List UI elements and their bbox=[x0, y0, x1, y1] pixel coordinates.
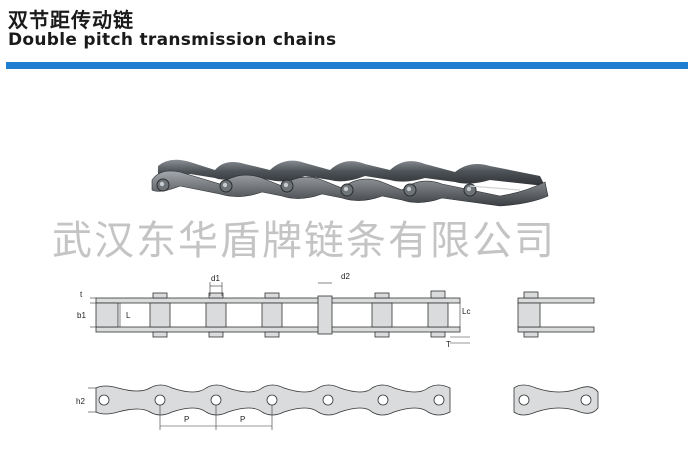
dim-T: T bbox=[446, 340, 451, 349]
top-plate-upper bbox=[95, 297, 461, 304]
page-title-english: Double pitch transmission chains bbox=[8, 30, 337, 50]
dim-b1: b1 bbox=[77, 311, 86, 320]
dim-d1: d1 bbox=[211, 274, 220, 283]
header-accent-bar bbox=[6, 62, 688, 69]
dim-L: L bbox=[126, 311, 131, 320]
dim-pitch-1: P bbox=[184, 415, 189, 424]
top-plate-lower bbox=[95, 326, 461, 333]
dim-Lc: Lc bbox=[462, 307, 470, 316]
single-link-view bbox=[513, 384, 599, 416]
watermark-company: 武汉东华盾牌链条有限公司 bbox=[52, 218, 556, 264]
dim-pitch-2: P bbox=[240, 415, 245, 424]
dim-d2: d2 bbox=[341, 272, 350, 281]
page-title-chinese: 双节距传动链 bbox=[8, 8, 134, 32]
dim-t: t bbox=[80, 290, 83, 299]
dim-h2: h2 bbox=[76, 397, 85, 406]
